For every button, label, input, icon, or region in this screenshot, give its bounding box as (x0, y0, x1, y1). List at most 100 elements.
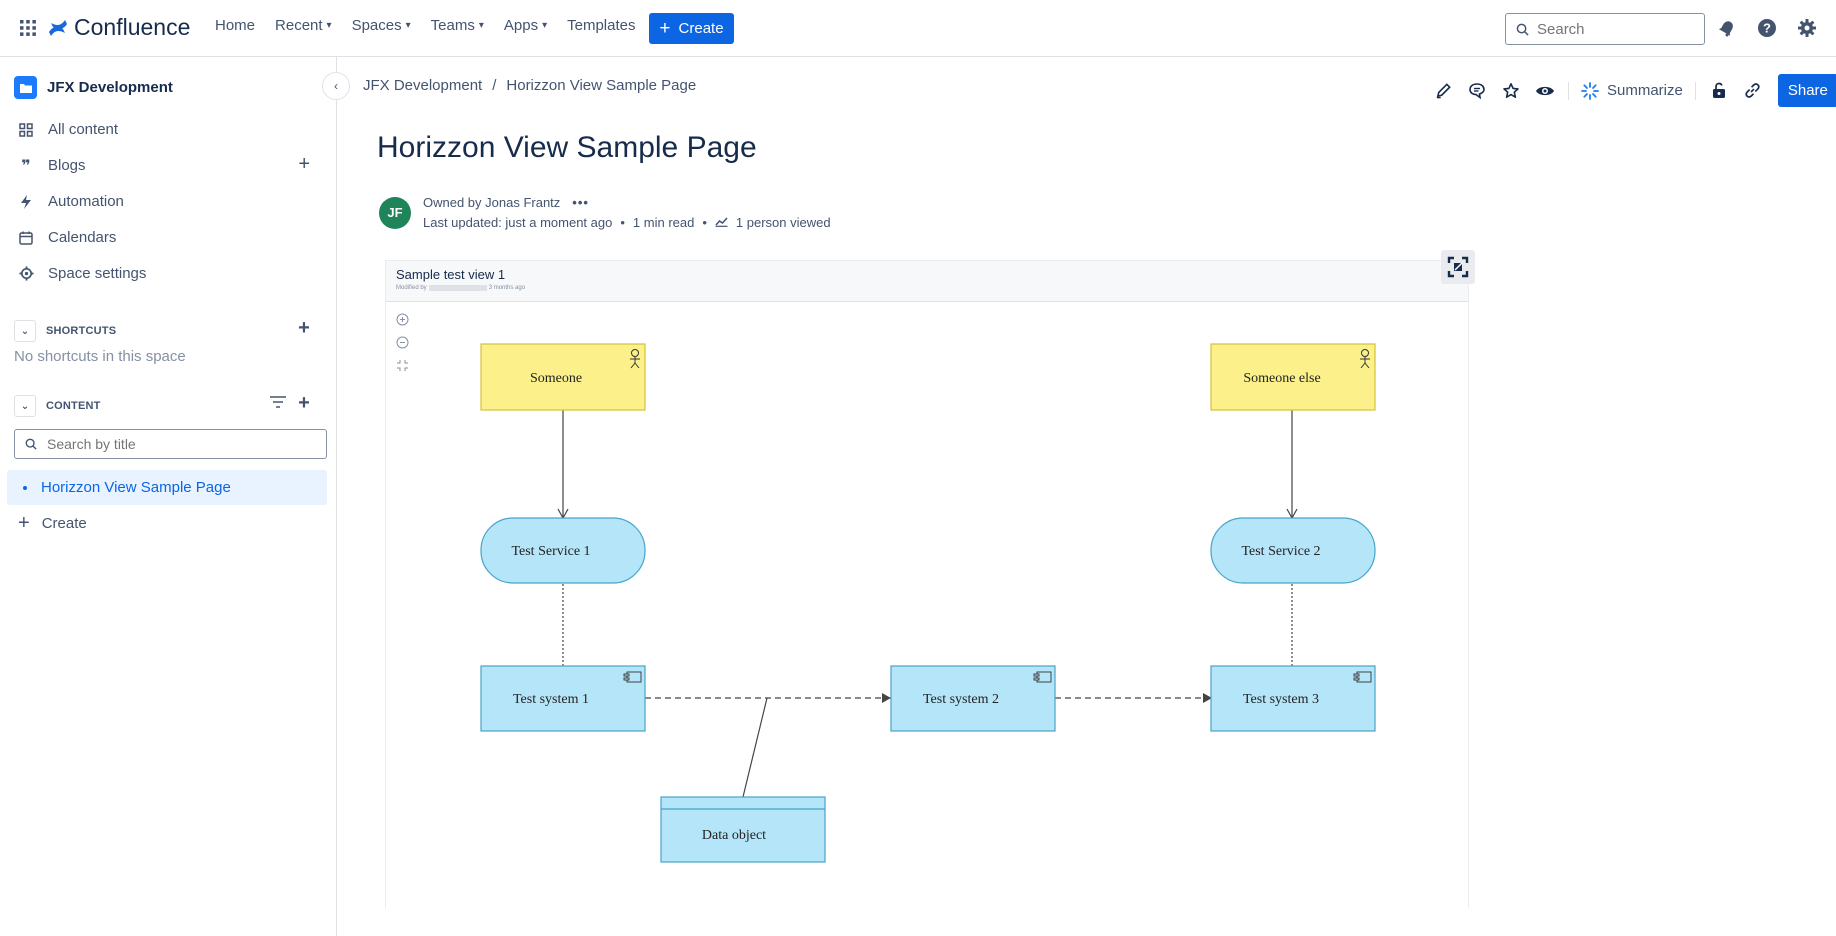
top-navigation: Confluence Home Recent▾ Spaces▾ Teams▾ A… (0, 0, 1836, 57)
view-count[interactable]: 1 person viewed (735, 215, 831, 230)
search-box[interactable] (1505, 13, 1705, 45)
calendar-icon (18, 230, 34, 246)
chevron-down-icon[interactable]: ⌄ (14, 320, 36, 342)
confluence-logo[interactable]: Confluence (48, 14, 190, 41)
create-button[interactable]: + Create (649, 13, 734, 44)
edge-dataobject-flow[interactable] (742, 697, 768, 798)
app-switcher-icon[interactable] (19, 19, 37, 37)
sidebar-item-all-content[interactable]: All content (18, 121, 328, 138)
nav-label: Home (215, 17, 256, 34)
more-options-icon[interactable]: ••• (572, 195, 589, 210)
svg-text:?: ? (1763, 21, 1771, 36)
search-by-title-input[interactable] (47, 436, 307, 452)
settings-gear-icon[interactable] (1796, 17, 1818, 39)
page-tree-item[interactable]: Horizzon View Sample Page (7, 470, 327, 505)
sidebar-item-label: All content (48, 121, 119, 138)
horizzon-view-macro: Sample test view 1 Modified by 3 months … (385, 260, 1469, 908)
nav-templates[interactable]: Templates (567, 17, 635, 34)
chevron-down-icon[interactable]: ⌄ (14, 395, 36, 417)
breadcrumb-space[interactable]: JFX Development (363, 77, 483, 94)
shortcuts-section-header[interactable]: ⌄ SHORTCUTS + (14, 317, 324, 342)
node-label: Test system 2 (923, 692, 999, 707)
share-button[interactable]: Share (1777, 74, 1836, 107)
content-section-header[interactable]: ⌄ CONTENT + (14, 392, 324, 417)
add-shortcut-plus-icon[interactable]: + (298, 317, 310, 339)
nav-spaces[interactable]: Spaces▾ (352, 17, 411, 34)
page-tree-label: Horizzon View Sample Page (41, 479, 231, 496)
add-content-plus-icon[interactable]: + (298, 392, 310, 414)
nav-recent[interactable]: Recent▾ (275, 17, 332, 34)
divider (1568, 81, 1569, 100)
breadcrumb: JFX Development / Horizzon View Sample P… (363, 77, 696, 94)
node-test-system-3[interactable]: Test system 3 (1210, 665, 1376, 732)
analytics-chart-icon[interactable] (715, 215, 728, 230)
sidebar-item-space-settings[interactable]: Space settings (18, 265, 328, 282)
no-shortcuts-text: No shortcuts in this space (14, 348, 186, 365)
node-someone-else[interactable]: Someone else (1210, 343, 1376, 411)
node-someone[interactable]: Someone (480, 343, 646, 411)
copy-link-icon[interactable] (1736, 75, 1770, 107)
share-label: Share (1787, 82, 1828, 99)
search-icon (1516, 23, 1529, 36)
collapse-sidebar-button[interactable]: ‹ (322, 72, 350, 100)
nav-label: Recent (275, 17, 323, 34)
redacted-user (428, 285, 487, 291)
sidebar-create-button[interactable]: + Create (18, 512, 87, 535)
modified-suffix: 3 months ago (488, 285, 526, 291)
breadcrumb-page[interactable]: Horizzon View Sample Page (506, 77, 697, 94)
view-header: Sample test view 1 Modified by 3 months … (386, 261, 1468, 302)
summarize-button[interactable]: Summarize (1575, 81, 1689, 100)
zoom-in-icon[interactable] (395, 312, 409, 326)
confluence-logo-icon (49, 19, 67, 36)
filter-icon[interactable] (270, 396, 286, 411)
nav-apps[interactable]: Apps▾ (504, 17, 547, 34)
nav-home[interactable]: Home (215, 17, 255, 34)
node-test-system-2[interactable]: Test system 2 (890, 665, 1056, 732)
divider (1694, 81, 1696, 100)
summarize-label: Summarize (1607, 82, 1683, 99)
node-label: Someone else (1243, 371, 1320, 386)
actor-icon (1360, 349, 1370, 369)
sidebar-item-automation[interactable]: Automation (18, 193, 328, 210)
node-test-service-1[interactable]: Test Service 1 (480, 517, 646, 584)
watch-eye-icon[interactable] (1528, 75, 1562, 107)
sidebar-item-label: Calendars (48, 229, 117, 246)
nav-label: Templates (567, 17, 636, 34)
space-name: JFX Development (47, 79, 173, 96)
sidebar-item-label: Blogs (48, 157, 86, 174)
star-icon[interactable] (1494, 75, 1528, 107)
edit-pencil-icon[interactable] (1426, 75, 1460, 107)
sidebar-item-blogs[interactable]: ❞ Blogs + (18, 153, 328, 175)
node-data-object[interactable]: Data object (660, 796, 826, 863)
space-sidebar: JFX Development All content ❞ Blogs + Au… (0, 57, 337, 936)
fullscreen-expand-button[interactable] (1441, 250, 1475, 284)
component-icon (1353, 671, 1372, 683)
notifications-bell-icon[interactable] (1716, 17, 1738, 39)
node-label: Data object (702, 828, 766, 843)
sidebar-item-calendars[interactable]: Calendars (18, 229, 328, 246)
quote-icon: ❞ (21, 157, 31, 175)
space-title[interactable]: JFX Development (14, 76, 173, 99)
grid-icon (18, 122, 34, 138)
avatar[interactable]: JF (379, 196, 411, 229)
lightning-icon (18, 194, 34, 210)
nav-teams[interactable]: Teams▾ (431, 17, 484, 34)
space-folder-icon (14, 76, 37, 99)
view-title: Sample test view 1 (396, 267, 506, 282)
restrictions-lock-icon[interactable] (1702, 75, 1736, 107)
owner-text[interactable]: Owned by Jonas Frantz (423, 195, 561, 210)
node-test-service-2[interactable]: Test Service 2 (1210, 517, 1376, 584)
add-blog-plus-icon[interactable]: + (298, 153, 310, 175)
node-test-system-1[interactable]: Test system 1 (480, 665, 646, 732)
zoom-out-icon[interactable] (395, 335, 409, 349)
component-icon (1033, 671, 1052, 683)
primary-nav: Home Recent▾ Spaces▾ Teams▾ Apps▾ Templa… (215, 17, 655, 34)
create-label: Create (41, 515, 87, 532)
node-label: Test system 1 (513, 692, 589, 707)
search-input[interactable] (1537, 20, 1687, 38)
comment-icon[interactable] (1460, 75, 1494, 107)
fit-view-icon[interactable] (395, 358, 409, 372)
sidebar-search-box[interactable] (14, 429, 327, 459)
help-icon[interactable]: ? (1756, 17, 1778, 39)
app-name: Confluence (74, 14, 191, 40)
